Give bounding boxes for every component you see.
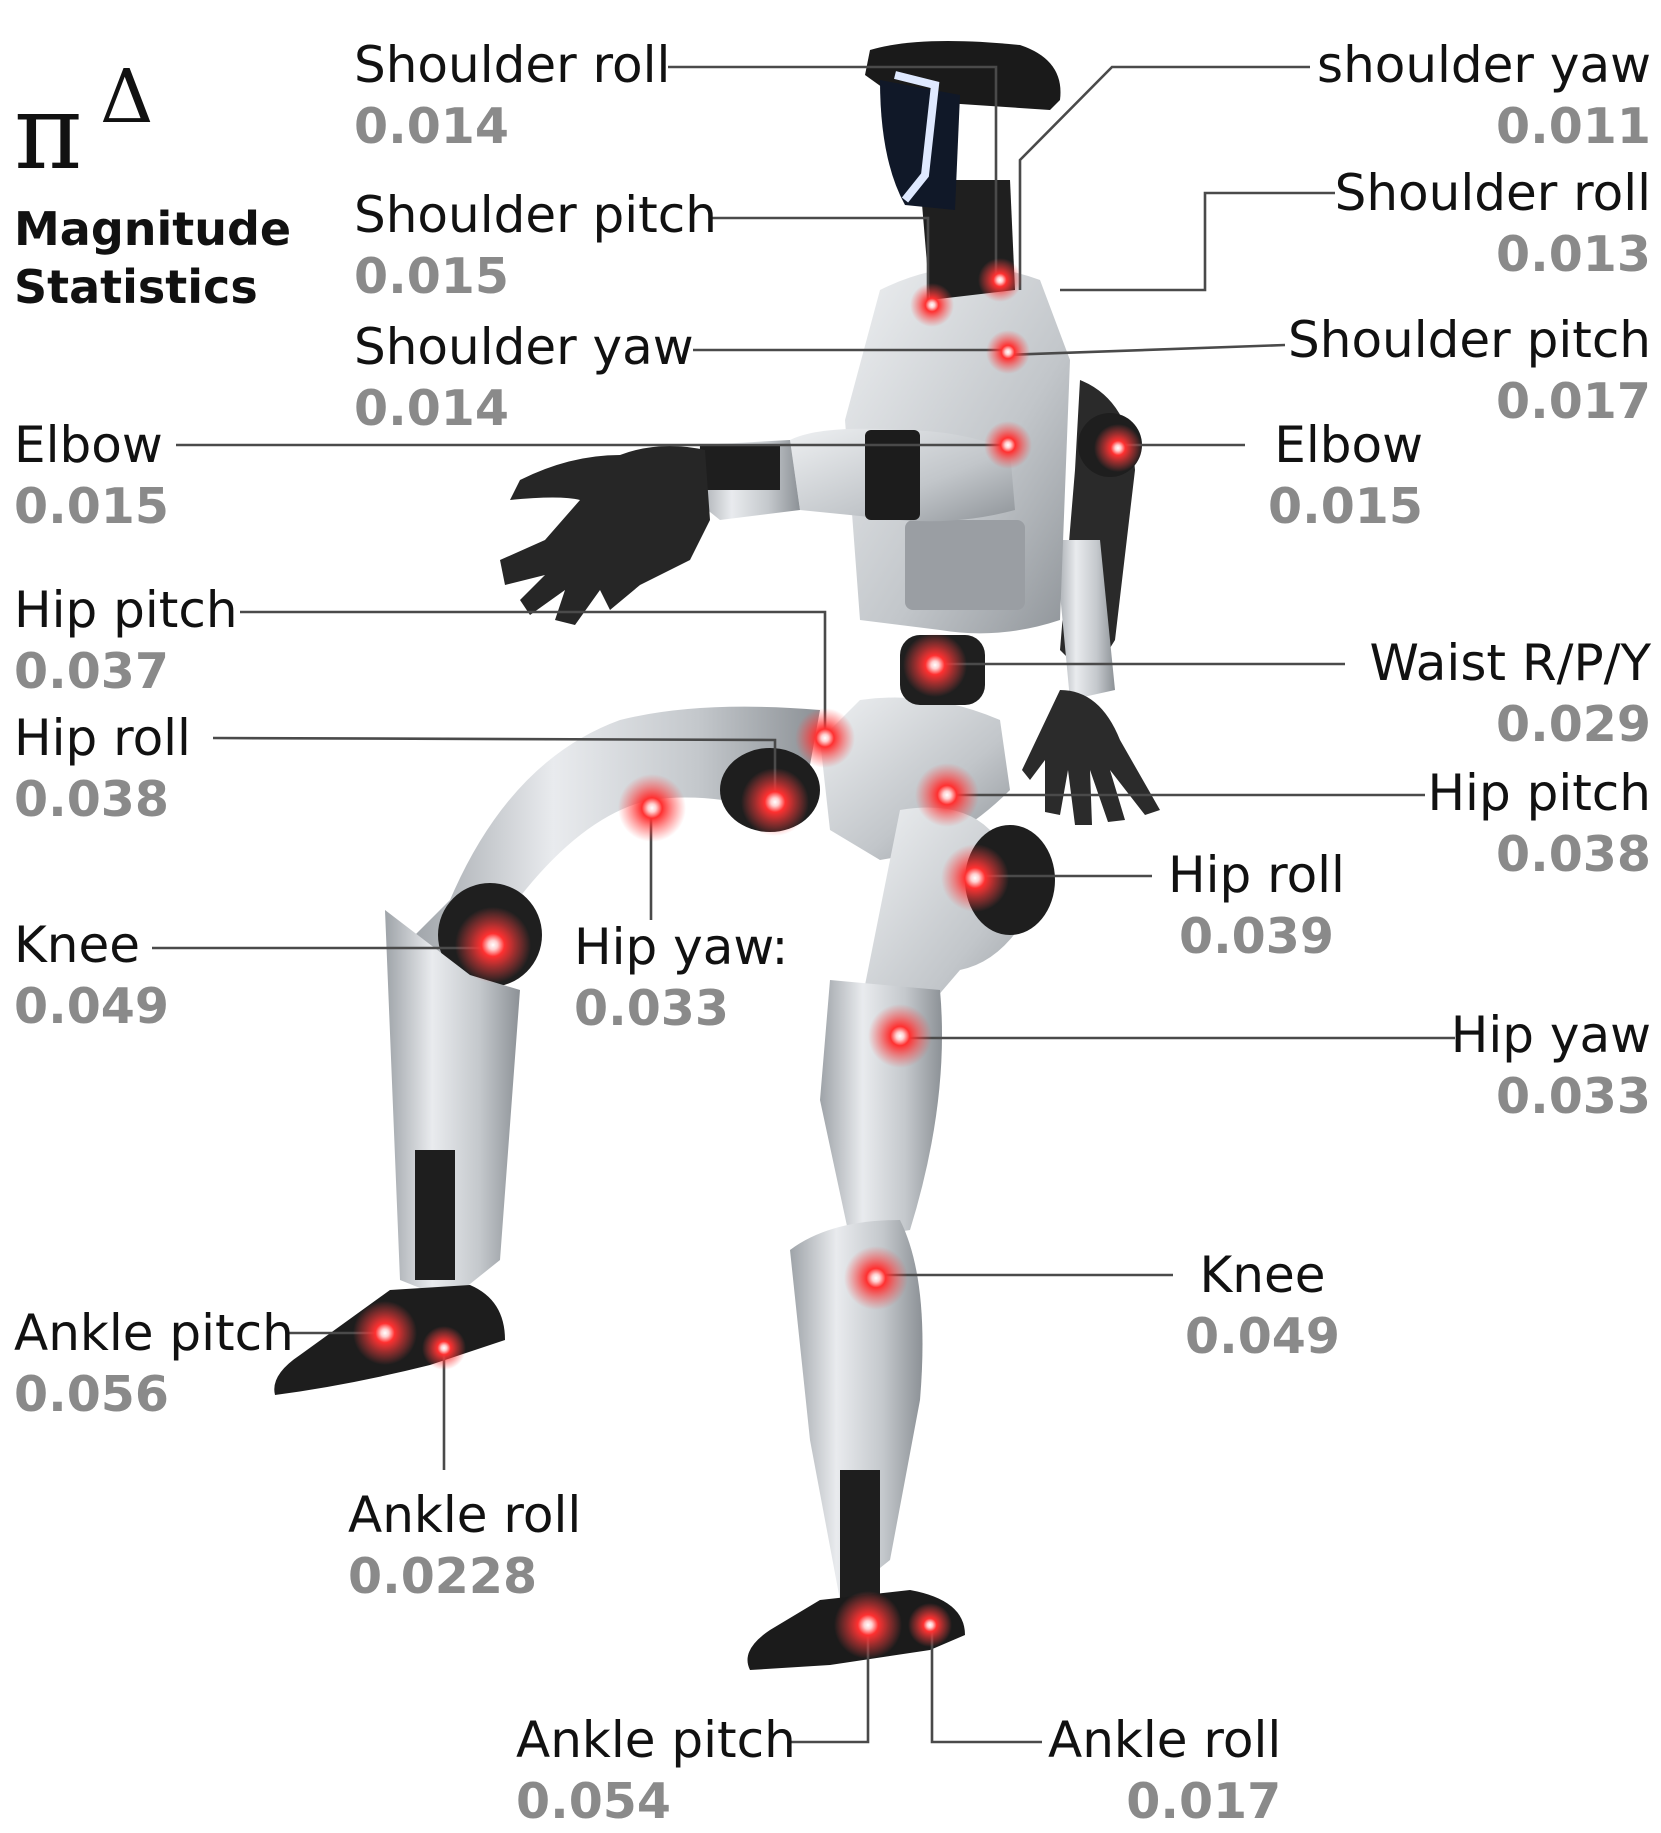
delta-superscript: Δ [100,54,154,140]
joint-name: Ankle roll [1048,1711,1282,1769]
joint-value: 0.056 [14,1366,169,1423]
label-right-shoulder-roll: Shoulder roll 0.013 [1335,168,1651,279]
joint-marker-shoulder-yaw [986,330,1030,374]
label-right-knee: Knee 0.049 [1185,1250,1340,1361]
joint-marker-left-ankle-roll [422,1326,466,1370]
joint-markers [353,258,1142,1659]
leader-left-shoulder-roll [668,65,998,280]
joint-marker-left-elbow [984,421,1032,469]
joint-name: Shoulder roll [1334,164,1651,222]
label-left-elbow: Elbow 0.015 [14,420,169,531]
figure-title: Magnitude Statistics [14,200,314,316]
joint-name: Hip roll [1168,846,1345,904]
joint-value: 0.014 [354,380,509,437]
label-right-hip-roll: Hip roll 0.039 [1168,850,1345,961]
label-left-hip-yaw: Hip yaw: 0.033 [574,922,788,1033]
joint-value: 0.033 [574,980,729,1037]
label-right-shoulder-pitch: Shoulder pitch 0.017 [1288,315,1651,426]
joint-marker-right-shoulder-yaw [978,258,1022,302]
joint-marker-left-hip-roll [741,768,809,836]
joint-name: Shoulder pitch [354,186,717,244]
label-right-ankle-pitch: Ankle pitch 0.054 [516,1715,796,1826]
joint-marker-left-ankle-pitch [353,1301,417,1365]
joint-value: 0.038 [14,771,169,828]
label-right-hip-pitch: Hip pitch 0.038 [1427,768,1651,879]
title-line-1: Magnitude [14,202,292,256]
leader-left-hip-pitch [240,610,827,738]
joint-value: 0.049 [1185,1308,1340,1365]
joint-value: 0.0228 [348,1548,538,1605]
joint-name: Hip pitch [14,581,238,639]
joint-marker-right-hip-yaw [868,1004,932,1068]
label-left-hip-pitch: Hip pitch 0.037 [14,585,238,696]
label-left-shoulder-pitch: Shoulder pitch 0.015 [354,190,717,301]
joint-marker-right-ankle-pitch [834,1591,902,1659]
label-right-shoulder-yaw: shoulder yaw 0.011 [1317,40,1651,151]
joint-value: 0.015 [354,248,509,305]
joint-name: Ankle pitch [516,1711,796,1769]
joint-value: 0.015 [14,478,169,535]
joint-name: Elbow [14,416,163,474]
joint-name: Hip yaw [1450,1006,1651,1064]
joint-marker-right-ankle-roll [908,1603,952,1647]
joint-marker-right-hip-roll [941,844,1009,912]
joint-value: 0.054 [516,1773,671,1830]
label-left-shoulder-yaw: Shoulder yaw 0.014 [354,322,694,433]
label-waist: Waist R/P/Y 0.029 [1370,638,1651,749]
label-right-elbow: Elbow 0.015 [1268,420,1423,531]
joint-value: 0.013 [1496,226,1651,283]
joint-marker-right-elbow [1094,424,1142,472]
leader-right-shoulder-pitch [1004,343,1286,357]
joint-name: Hip yaw: [574,918,789,976]
joint-name: shoulder yaw [1317,36,1651,94]
joint-marker-left-hip-yaw [618,774,686,842]
joint-name: Shoulder roll [354,36,671,94]
joint-name: Hip roll [14,709,191,767]
joint-marker-left-hip-pitch [795,708,855,768]
joint-name: Waist R/P/Y [1369,634,1651,692]
joint-value: 0.015 [1268,478,1423,535]
joint-name: Knee [14,916,141,974]
joint-marker-left-shoulder-pitch [910,283,954,327]
robot-body [274,41,1160,1670]
label-right-hip-yaw: Hip yaw 0.033 [1451,1010,1651,1121]
joint-value: 0.017 [1126,1773,1282,1830]
joint-marker-waist [903,633,967,697]
title-line-2: Statistics [14,260,258,314]
joint-name: Shoulder yaw [354,318,694,376]
leader-right-ankle-roll [930,1625,1042,1744]
joint-name: Elbow [1274,416,1423,474]
leader-right-shoulder-roll [1060,191,1335,292]
joint-name: Ankle roll [348,1486,582,1544]
joint-marker-right-knee [844,1246,908,1310]
joint-marker-right-hip-pitch [915,763,979,827]
label-left-shoulder-roll: Shoulder roll 0.014 [354,40,670,151]
joint-value: 0.037 [14,643,169,700]
joint-name: Knee [1199,1246,1326,1304]
label-left-knee: Knee 0.049 [14,920,169,1031]
joint-value: 0.039 [1178,908,1334,965]
leader-right-ankle-pitch [790,1620,870,1744]
leader-lines [152,65,1455,1744]
joint-value: 0.011 [1496,98,1651,155]
label-left-ankle-roll: Ankle roll 0.0228 [348,1490,581,1601]
joint-value: 0.014 [354,98,509,155]
pi-symbol: π [14,71,83,193]
label-right-ankle-roll: Ankle roll 0.017 [1048,1715,1281,1826]
joint-name: Ankle pitch [14,1304,294,1362]
joint-marker-left-knee [455,907,531,983]
leader-left-shoulder-pitch [712,216,930,305]
joint-value: 0.033 [1496,1068,1651,1125]
joint-name: Shoulder pitch [1288,311,1651,369]
joint-name: Hip pitch [1427,764,1651,822]
joint-value: 0.038 [1496,826,1651,883]
leader-right-shoulder-yaw [1018,65,1310,290]
joint-value: 0.049 [14,978,169,1035]
label-left-hip-roll: Hip roll 0.038 [14,713,191,824]
joint-value: 0.029 [1496,696,1651,753]
label-left-ankle-pitch: Ankle pitch 0.056 [14,1308,294,1419]
joint-value: 0.017 [1496,373,1651,430]
